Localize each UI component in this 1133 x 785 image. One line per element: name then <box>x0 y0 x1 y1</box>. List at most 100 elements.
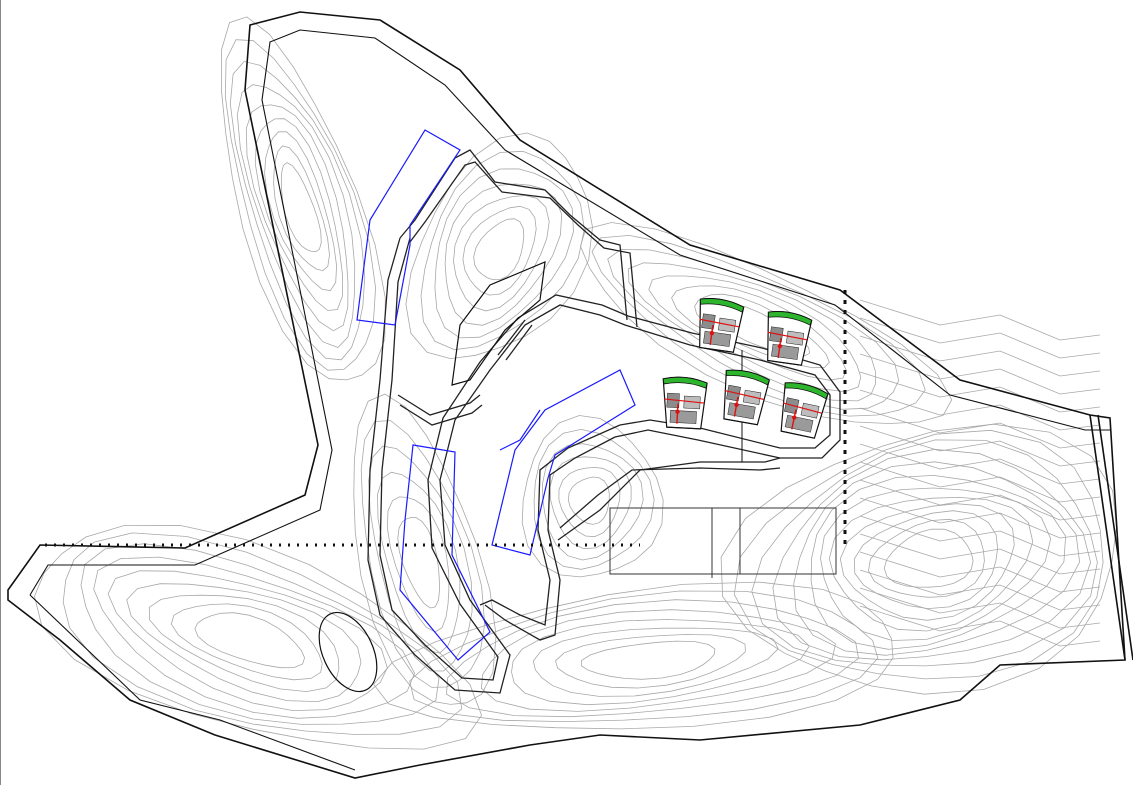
contour-line <box>859 551 1101 593</box>
blue-zone-outlines <box>356 129 636 661</box>
contour-line <box>883 528 974 588</box>
contour-line <box>273 145 330 272</box>
road-cross-link <box>397 394 481 416</box>
contour-line <box>859 587 1101 629</box>
red-annotation-line <box>782 402 822 414</box>
contour-line <box>859 461 1101 503</box>
contour-line <box>810 474 1066 650</box>
contour-line <box>444 183 563 326</box>
lower-inner-boundary <box>29 594 356 771</box>
contour-line <box>220 16 386 381</box>
contour-line <box>859 407 1101 449</box>
access-roads <box>367 149 841 694</box>
red-marker <box>792 415 797 420</box>
contour-line <box>373 581 894 730</box>
road-west-edge-a <box>367 237 831 694</box>
contour-line <box>245 104 349 332</box>
unit-base-line <box>723 418 758 426</box>
contour-line <box>434 168 574 339</box>
road-west-edge-b <box>379 237 841 681</box>
contour-line <box>386 496 450 633</box>
contour-line <box>567 476 610 525</box>
contour-line <box>581 640 716 680</box>
contour-line <box>859 569 1101 611</box>
contour-line <box>521 415 664 578</box>
zone-outline-3 <box>491 369 636 556</box>
contour-line <box>859 443 1101 485</box>
contour-line <box>859 425 1101 467</box>
contour-line <box>648 275 862 393</box>
site-boundary <box>7 11 1133 779</box>
red-marker <box>709 330 715 336</box>
contour-line <box>720 423 1117 695</box>
zone-outline-inner-1 <box>499 409 541 451</box>
contour-line <box>532 627 779 697</box>
contour-line <box>859 479 1101 521</box>
building-unit-2 <box>767 310 813 366</box>
unit-base-line <box>781 430 815 439</box>
building-unit-3 <box>662 376 708 430</box>
contour-line <box>420 150 585 351</box>
interior-block <box>669 410 697 424</box>
contour-line <box>868 518 985 598</box>
contour-line <box>80 543 440 725</box>
contour-line <box>148 594 340 693</box>
contour-line <box>859 605 1101 647</box>
inner-boundary-line <box>29 29 1110 596</box>
viewport-left-border <box>0 0 1 785</box>
contour-line <box>480 609 836 712</box>
contour-line <box>580 222 953 424</box>
contour-line <box>751 439 1098 667</box>
zone-outline-2 <box>399 444 491 661</box>
contour-line <box>93 556 416 719</box>
unit-base-line <box>767 360 802 366</box>
green-roof-strip <box>699 298 745 313</box>
contour-line <box>828 496 1034 632</box>
contour-line <box>793 461 1081 656</box>
road-north-loop-a <box>399 149 628 321</box>
contour-line <box>453 195 550 312</box>
contour-line <box>853 510 998 610</box>
terrain-contour-lines <box>34 16 1117 750</box>
contour-line <box>555 634 746 689</box>
contour-line <box>62 532 463 735</box>
contour-line <box>859 389 1101 431</box>
contour-line <box>859 317 1101 359</box>
contour-line <box>34 524 482 750</box>
contour-line <box>859 335 1101 377</box>
contour-line <box>859 371 1101 413</box>
building-units <box>662 297 829 439</box>
east-edge-line <box>1089 414 1126 661</box>
contour-line <box>194 612 305 669</box>
contour-line <box>533 428 655 570</box>
contour-line <box>671 285 847 381</box>
contour-line <box>353 393 497 705</box>
contour-line <box>462 205 537 296</box>
red-annotation-line <box>699 318 740 328</box>
road-east-spur-a <box>557 457 781 541</box>
red-marker <box>734 402 739 408</box>
contour-line <box>839 503 1015 621</box>
contour-line <box>733 429 1104 680</box>
contour-line <box>224 39 377 371</box>
zone-outline-1 <box>356 129 461 326</box>
contour-line <box>405 132 593 360</box>
unit-base-line <box>666 426 701 430</box>
contour-line <box>859 299 1101 341</box>
road-cross-link-b <box>399 404 483 426</box>
outer-boundary-line <box>7 11 1126 779</box>
green-roof-strip <box>725 369 770 386</box>
contour-line <box>511 619 810 706</box>
contour-line <box>107 570 388 712</box>
green-roof-strip <box>784 382 829 400</box>
contour-line <box>170 603 323 681</box>
contour-line <box>859 497 1101 539</box>
road-link-mid <box>497 319 533 361</box>
plateau-outline <box>451 261 546 386</box>
road-south-spur-b <box>479 424 621 626</box>
red-annotation-line <box>767 331 808 341</box>
contour-line <box>473 218 525 281</box>
red-annotation-line <box>724 389 765 401</box>
red-marker <box>777 343 783 349</box>
